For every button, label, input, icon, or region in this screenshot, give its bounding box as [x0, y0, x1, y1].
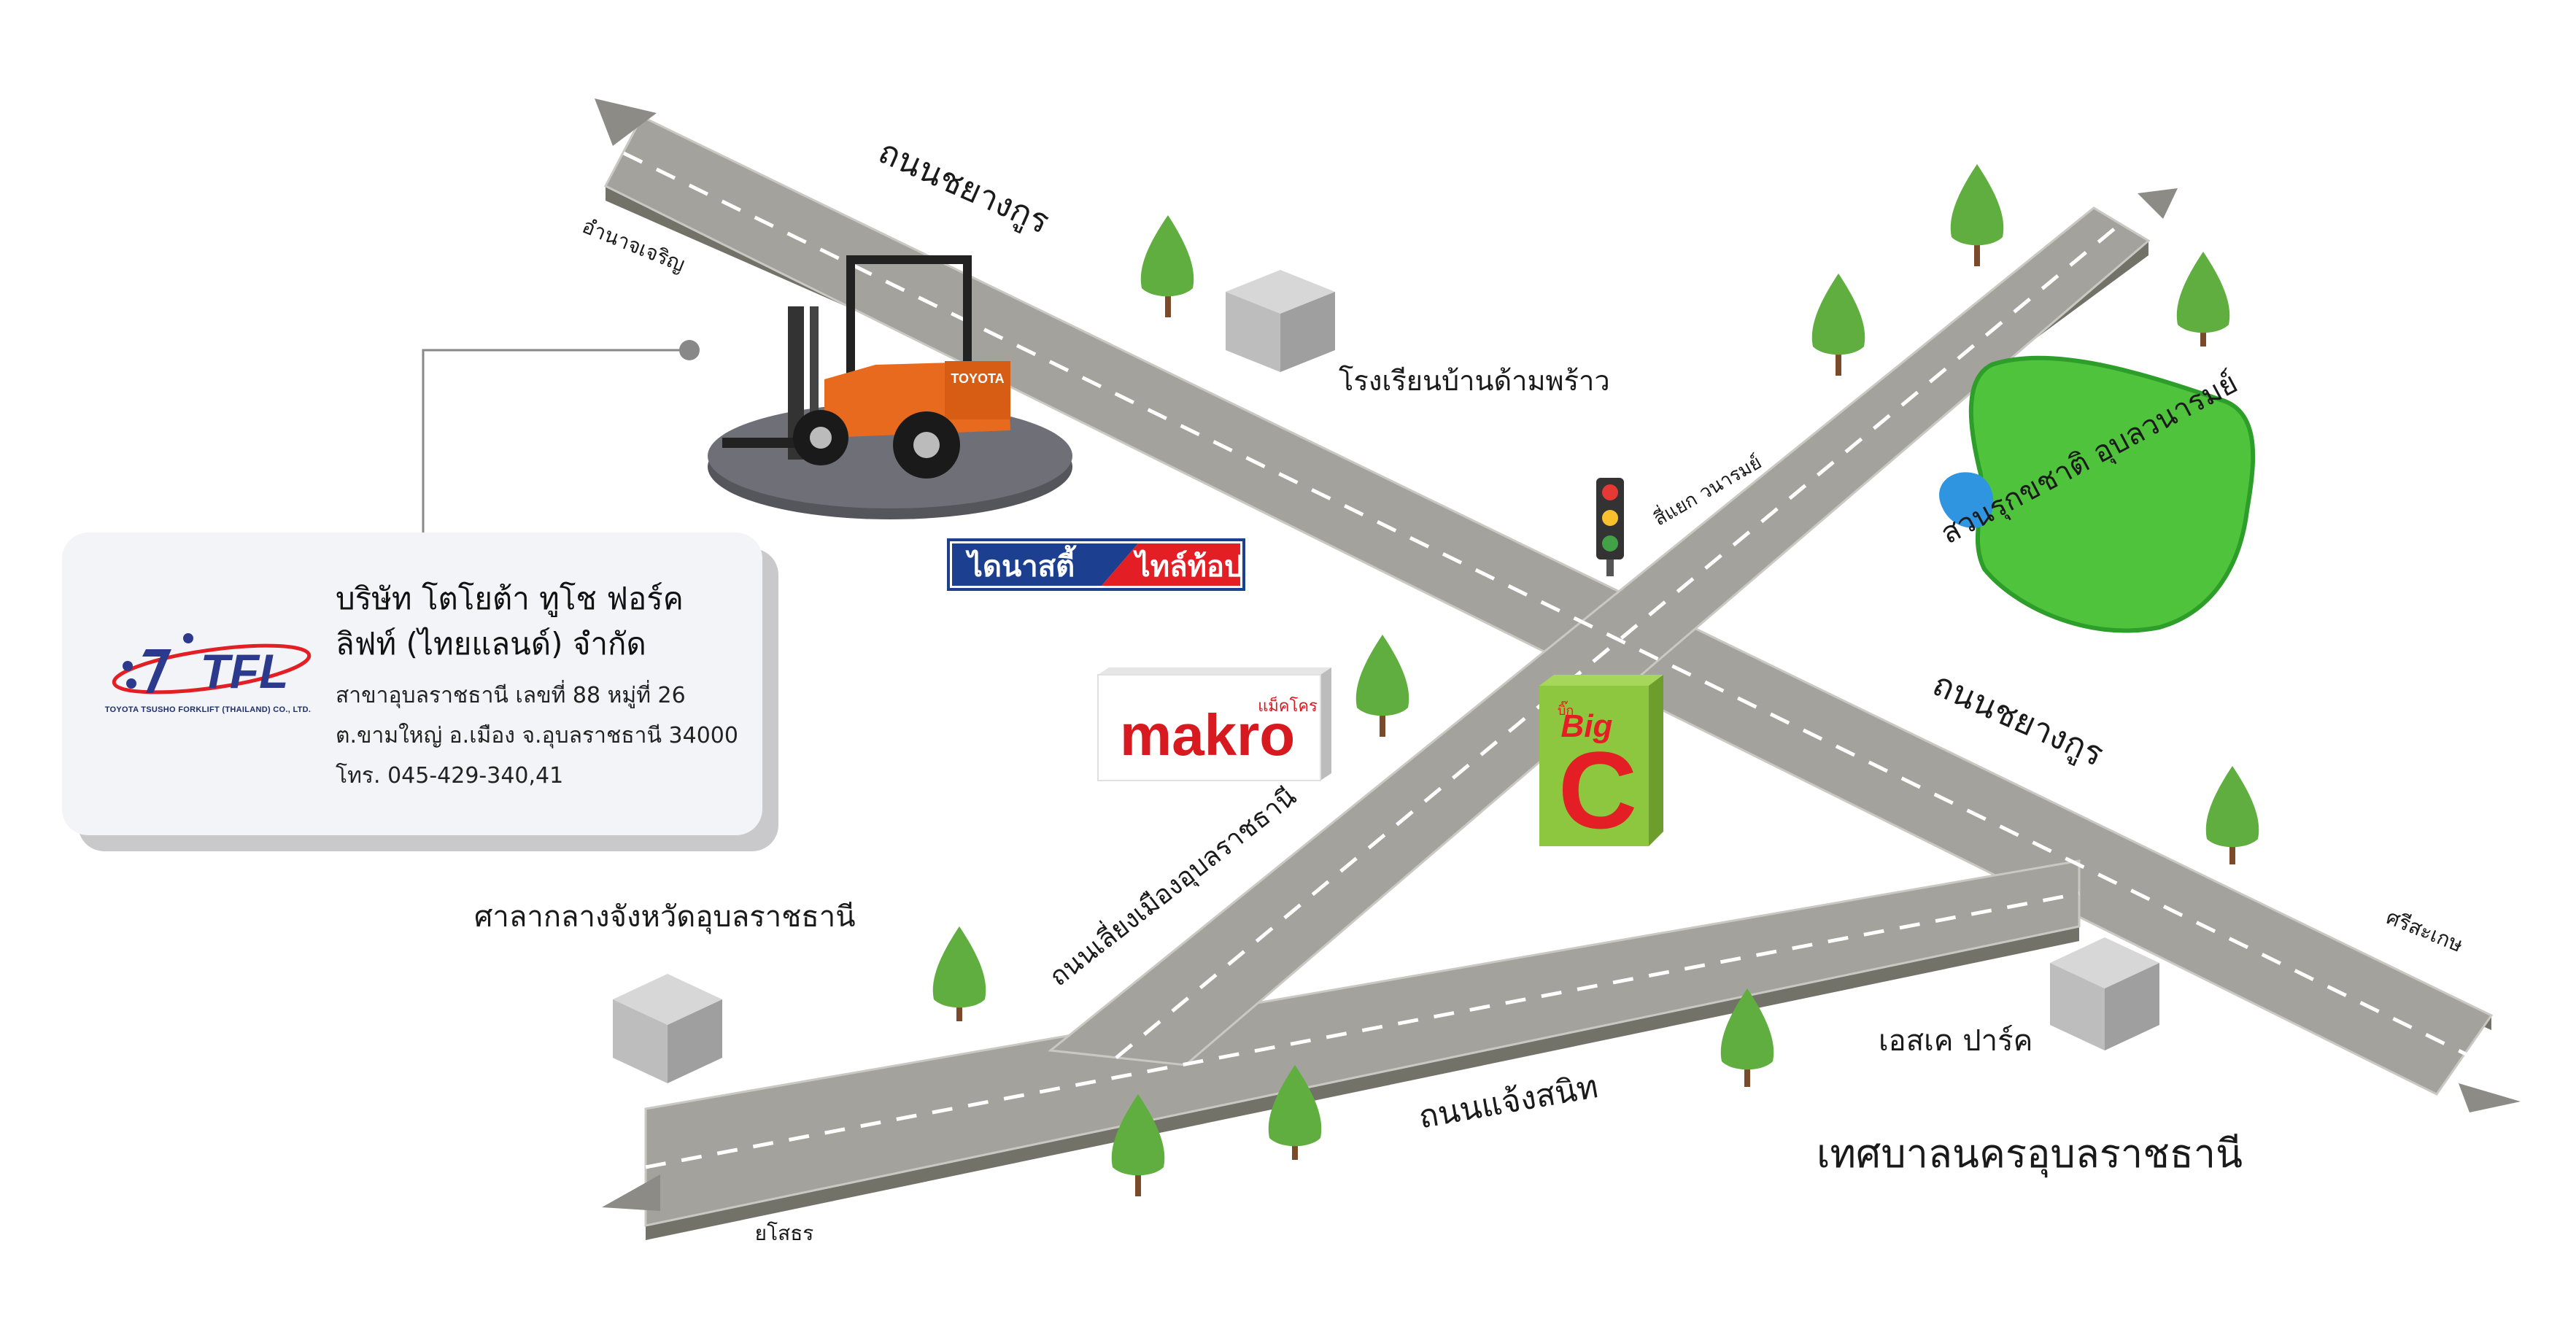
trees: [932, 164, 2259, 1196]
company-address-1: สาขาอุบลราชธานี เลขที่ 88 หมู่ที่ 26: [336, 683, 686, 708]
bigc-c-label: C: [1558, 729, 1637, 851]
makro-sign: แม็คโคร makro: [1097, 667, 1331, 781]
dynasty-label-left: ไดนาสตี้: [965, 545, 1078, 584]
city-hall-building: [613, 974, 722, 1083]
direction-southwest: ยโสธร: [755, 1221, 814, 1245]
tree: [2176, 252, 2230, 347]
company-logo: TFL TOYOTA TSUSHO FORKLIFT (THAILAND) CO…: [102, 624, 314, 740]
forklift-brand: TOYOTA: [951, 371, 1004, 386]
tree: [1140, 215, 1194, 317]
logo-subtitle: TOYOTA TSUSHO FORKLIFT (THAILAND) CO., L…: [104, 705, 312, 714]
arrow-northwest: [595, 98, 657, 146]
traffic-light-icon: [1596, 478, 1624, 576]
company-phone: โทร. 045-429-340,41: [336, 763, 564, 789]
direction-southeast: ศรีสะเกษ: [2383, 905, 2466, 957]
tfl-logo-icon: TFL: [112, 633, 312, 698]
park: สวนรุกขชาติ อุบลวนารมย์: [1935, 355, 2256, 633]
tree: [932, 926, 986, 1021]
tree: [1111, 1094, 1165, 1196]
makro-label: makro: [1120, 702, 1295, 767]
city-hall-label: ศาลากลางจังหวัดอุบลราชธานี: [474, 900, 856, 934]
company-address-2: ต.ขามใหญ่ อ.เมือง จ.อุบลราชธานี 34000: [336, 723, 738, 748]
bigc-small-label: บิ๊ก: [1558, 700, 1574, 719]
tree: [2205, 766, 2259, 864]
tree: [1355, 635, 1409, 737]
makro-small-label: แม็คโคร: [1258, 695, 1318, 716]
company-name: บริษัท โตโยต้า ทูโช ฟอร์คลิฟท์ (ไทยแลนด์…: [336, 581, 684, 662]
direction-arrows: [595, 98, 2521, 1211]
road-center-lines: [622, 151, 2467, 1169]
arrow-southeast: [2459, 1083, 2521, 1112]
arrow-southwest: [602, 1174, 660, 1211]
forklift-icon: TOYOTA: [708, 255, 1072, 519]
logo-text: TFL: [201, 644, 289, 698]
road-label-south: ถนนแจ้งสนิท: [1416, 1068, 1601, 1136]
bigc-big-label: Big: [1561, 708, 1613, 744]
municipality-label: เทศบาลนครอุบลราชธานี: [1817, 1131, 2243, 1178]
sk-park-building: [2050, 937, 2159, 1050]
buildings: [613, 270, 2159, 1083]
bigc-sign: บิ๊ก Big C: [1539, 675, 1663, 851]
road-label-north: ถนนชยางกูร: [873, 131, 1056, 242]
company-info-card: TFL TOYOTA TSUSHO FORKLIFT (THAILAND) CO…: [62, 533, 762, 835]
sk-park-label: เอสเค ปาร์ค: [1879, 1024, 2032, 1058]
school-label: โรงเรียนบ้านด้ามพร้าว: [1339, 365, 1610, 397]
dynasty-label-right: ไทล์ท้อป: [1133, 549, 1243, 584]
tree: [1720, 988, 1774, 1087]
tree: [1268, 1065, 1322, 1160]
tree: [1950, 164, 2004, 266]
pond: [1939, 472, 1994, 528]
dynasty-sign: ไดนาสตี้ ไทล์ท้อป: [947, 538, 1245, 591]
road-bypass: [1048, 206, 2151, 1066]
tree: [1811, 274, 1865, 376]
arrow-northeast: [2138, 188, 2178, 219]
callout-line: [422, 340, 700, 533]
school-building: [1226, 270, 1335, 372]
